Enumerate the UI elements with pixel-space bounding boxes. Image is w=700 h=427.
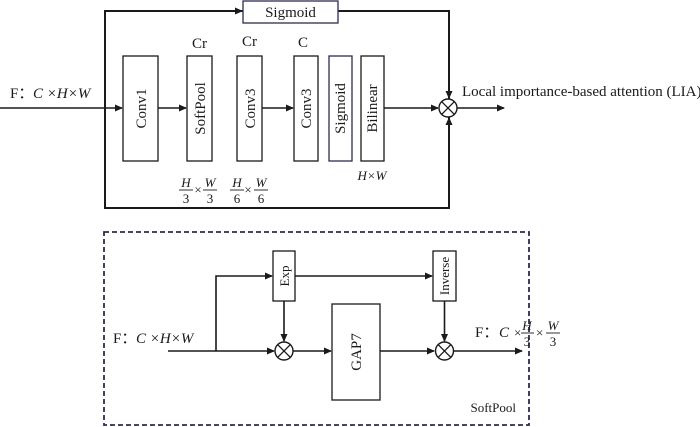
arrow-input-exp <box>215 272 273 351</box>
svg-text:C: C <box>499 325 510 341</box>
sigmoid-label: Sigmoid <box>333 83 349 134</box>
multiply-operator-1 <box>274 341 294 361</box>
svg-text:3: 3 <box>550 334 557 349</box>
svg-text:×: × <box>244 182 251 197</box>
svg-text:6: 6 <box>258 191 265 206</box>
sigmoid-block <box>328 55 353 162</box>
svg-text:H: H <box>231 175 242 190</box>
svg-text:W: W <box>548 318 560 333</box>
svg-text:6: 6 <box>234 191 241 206</box>
bilinear-label: Bilinear <box>365 84 381 132</box>
softpool-input-label: F： <box>113 331 136 347</box>
lia-input-dims: C ×H×W <box>33 86 92 102</box>
svg-text:3: 3 <box>183 191 190 206</box>
svg-text:×: × <box>514 325 521 340</box>
gap7-label: GAP7 <box>349 333 365 371</box>
softpool-block <box>186 55 213 162</box>
gap7-block <box>331 303 381 401</box>
softpool-module: SoftPool F： C ×H×W Exp GAP7 Inverse <box>103 231 560 426</box>
lia-input-label: F： <box>10 86 33 102</box>
conv3-dims: H 6 × W 6 <box>230 175 268 206</box>
conv3-block-2 <box>293 55 319 162</box>
softpool-dashed-frame <box>103 231 530 426</box>
softpool-dims: H 3 × W 3 <box>179 175 217 206</box>
bilinear-dims: H×W <box>357 168 388 183</box>
svg-text:H: H <box>521 318 532 333</box>
multiply-operator <box>438 98 458 118</box>
softpool-channel: Cr <box>192 36 207 52</box>
conv3-label-2: Conv3 <box>299 88 315 128</box>
svg-text:H: H <box>180 175 191 190</box>
lia-module: Sigmoid F： C ×H×W Conv1 SoftPool Cr Conv… <box>0 0 700 209</box>
svg-text:W: W <box>256 175 268 190</box>
top-sigmoid-box <box>242 0 339 24</box>
conv3-channel-1: Cr <box>242 34 257 50</box>
top-sigmoid-label: Sigmoid <box>265 5 316 21</box>
svg-text:3: 3 <box>207 191 214 206</box>
lia-output-label: Local importance-based attention (LIA) <box>462 84 700 100</box>
softpool-output-dims: F： C × H 3 × W 3 <box>475 318 560 349</box>
conv1-label: Conv1 <box>134 88 150 128</box>
conv3-label-1: Conv3 <box>243 88 259 128</box>
exp-label: Exp <box>277 266 292 287</box>
multiply-operator-2 <box>434 341 455 361</box>
svg-text:×: × <box>536 325 543 340</box>
svg-text:F：: F： <box>475 325 498 341</box>
softpool-title: SoftPool <box>470 400 516 415</box>
softpool-label: SoftPool <box>193 82 209 135</box>
svg-text:3: 3 <box>524 334 531 349</box>
inverse-label: Inverse <box>437 257 452 295</box>
softpool-input-dims: C ×H×W <box>136 331 195 347</box>
svg-text:×: × <box>194 182 201 197</box>
svg-text:W: W <box>205 175 217 190</box>
conv3-channel-2: C <box>298 35 308 51</box>
